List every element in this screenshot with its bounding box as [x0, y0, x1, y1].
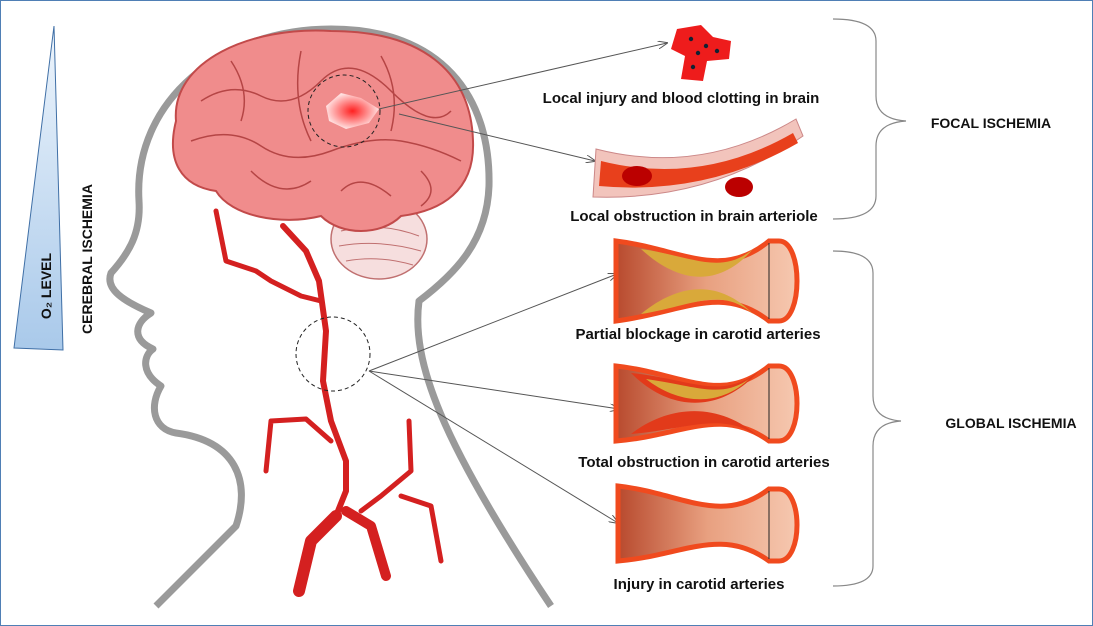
injury-label: Injury in carotid arteries — [614, 576, 785, 593]
brain-illustration — [171, 29, 475, 280]
local-obstruction-label: Local obstruction in brain arteriole — [570, 208, 818, 225]
global-ischemia-label: GLOBAL ISCHEMIA — [945, 415, 1076, 431]
total-obstruction-label: Total obstruction in carotid arteries — [578, 454, 829, 471]
partial-blockage-vessel-icon — [613, 238, 800, 324]
head-outline — [106, 25, 554, 609]
partial-blockage-label: Partial blockage in carotid arteries — [575, 326, 820, 343]
injury-vessel-icon — [615, 483, 800, 564]
total-obstruction-vessel-icon — [613, 363, 800, 444]
o2-level-label: O₂ LEVEL — [38, 252, 54, 319]
arrows — [368, 43, 667, 523]
brain-lesion-highlight — [307, 74, 381, 148]
focal-ischemia-label: FOCAL ISCHEMIA — [931, 115, 1051, 131]
global-brace — [832, 250, 902, 587]
local-injury-label: Local injury and blood clotting in brain — [543, 90, 820, 107]
cerebral-ischemia-label: CEREBRAL ISCHEMIA — [79, 184, 95, 334]
focal-brace — [832, 18, 907, 220]
brain-arteriole-icon — [592, 118, 804, 198]
blood-clot-icon — [671, 25, 731, 81]
carotid-arteries — [213, 208, 444, 597]
o2-level-triangle — [13, 25, 64, 351]
carotid-highlight — [295, 316, 371, 392]
